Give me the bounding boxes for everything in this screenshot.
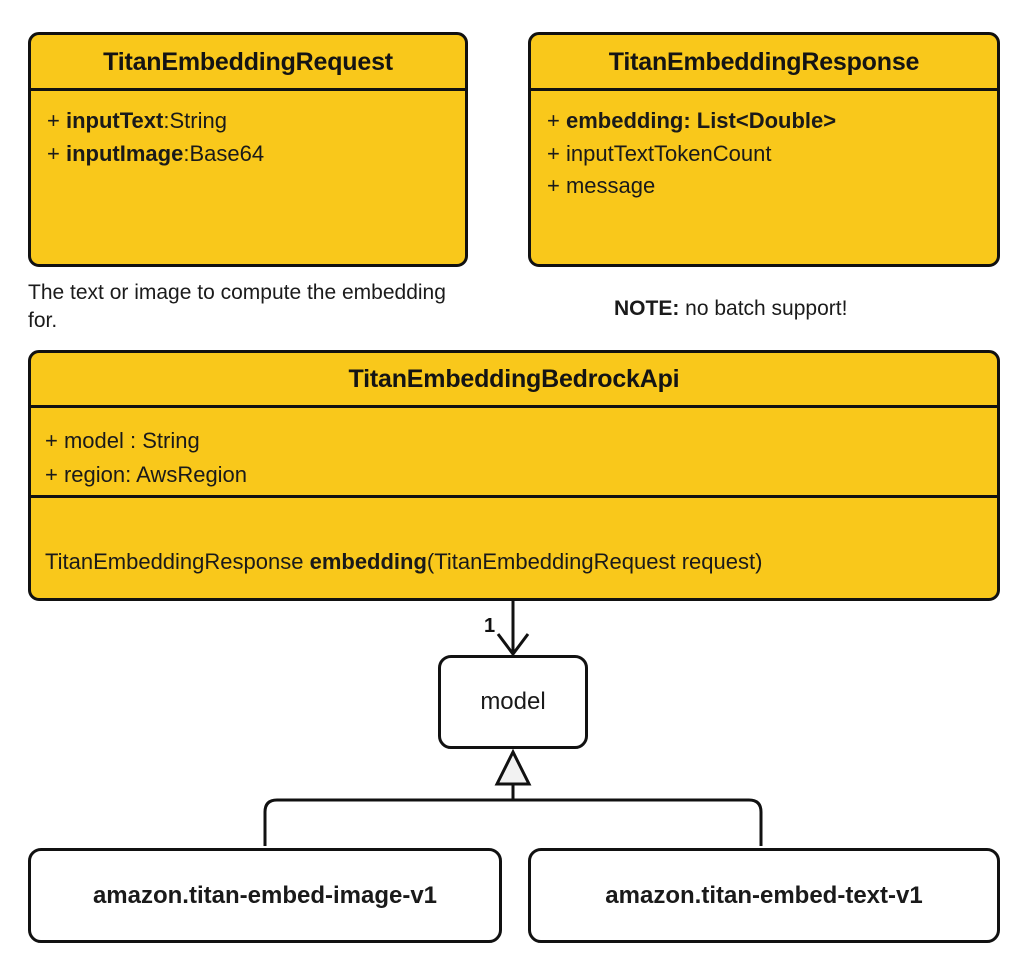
node-text-model-label: amazon.titan-embed-text-v1 <box>605 881 923 909</box>
class-title-titan-embedding-bedrock-api: TitanEmbeddingBedrockApi <box>31 353 997 408</box>
operation-return-type: TitanEmbeddingResponse <box>45 549 310 574</box>
generalization-triangle-icon <box>494 748 532 786</box>
class-box-titan-embedding-response[interactable]: TitanEmbeddingResponse + embedding: List… <box>528 32 1000 267</box>
attribute-row: + inputTextTokenCount <box>547 138 981 171</box>
multiplicity-label-one: 1 <box>484 615 496 637</box>
attribute-type: :String <box>163 108 227 133</box>
attribute-name: message <box>565 173 656 199</box>
connector-generalization-bus <box>263 798 763 846</box>
node-model-label: model <box>480 688 546 715</box>
attribute-name: region: AwsRegion <box>63 462 248 488</box>
attribute-visibility: + <box>47 140 60 166</box>
attribute-visibility: + <box>47 108 60 133</box>
operations-compartment-api: TitanEmbeddingResponse embedding(TitanEm… <box>31 498 997 598</box>
node-amazon-titan-embed-text-v1[interactable]: amazon.titan-embed-text-v1 <box>528 848 1000 943</box>
attribute-visibility: + <box>547 140 560 166</box>
attribute-visibility: + <box>45 462 58 488</box>
attribute-row: + inputText:String <box>47 105 449 138</box>
caption-response-note: NOTE: no batch support! <box>614 295 1004 323</box>
note-label: NOTE: <box>614 297 680 320</box>
open-arrowhead-icon <box>496 633 530 657</box>
attribute-row: + model : String <box>45 424 983 458</box>
attribute-row: + inputImage:Base64 <box>47 138 449 171</box>
attribute-name: inputImage <box>65 140 184 166</box>
note-text: no batch support! <box>679 297 848 320</box>
class-box-titan-embedding-request[interactable]: TitanEmbeddingRequest + inputText:String… <box>28 32 468 267</box>
operation-row: TitanEmbeddingResponse embedding(TitanEm… <box>45 549 762 575</box>
operation-signature: (TitanEmbeddingRequest request) <box>426 549 763 574</box>
attribute-type: :Base64 <box>183 140 265 166</box>
operation-name: embedding <box>309 549 427 574</box>
attribute-name: embedding: List<Double> <box>565 108 837 133</box>
class-title-titan-embedding-request: TitanEmbeddingRequest <box>31 35 465 91</box>
caption-request-note: The text or image to compute the embeddi… <box>28 281 446 332</box>
attributes-compartment-api: + model : String + region: AwsRegion <box>31 408 997 498</box>
attribute-visibility: + <box>547 108 560 133</box>
attribute-visibility: + <box>547 173 560 199</box>
attribute-name: inputTextTokenCount <box>565 140 772 166</box>
node-image-model-label: amazon.titan-embed-image-v1 <box>92 881 438 909</box>
class-box-titan-embedding-bedrock-api[interactable]: TitanEmbeddingBedrockApi + model : Strin… <box>28 350 1000 601</box>
attribute-name: inputText <box>65 108 164 133</box>
attributes-compartment-request: + inputText:String + inputImage:Base64 <box>31 91 465 180</box>
attribute-row: + message <box>547 170 981 203</box>
attribute-visibility: + <box>45 428 58 453</box>
attribute-row: + embedding: List<Double> <box>547 105 981 138</box>
attribute-name: model : String <box>63 428 200 453</box>
class-title-titan-embedding-response: TitanEmbeddingResponse <box>531 35 997 91</box>
node-model[interactable]: model <box>438 655 588 749</box>
attributes-compartment-response: + embedding: List<Double> + inputTextTok… <box>531 91 997 213</box>
attribute-row: + region: AwsRegion <box>45 458 983 492</box>
node-amazon-titan-embed-image-v1[interactable]: amazon.titan-embed-image-v1 <box>28 848 502 943</box>
